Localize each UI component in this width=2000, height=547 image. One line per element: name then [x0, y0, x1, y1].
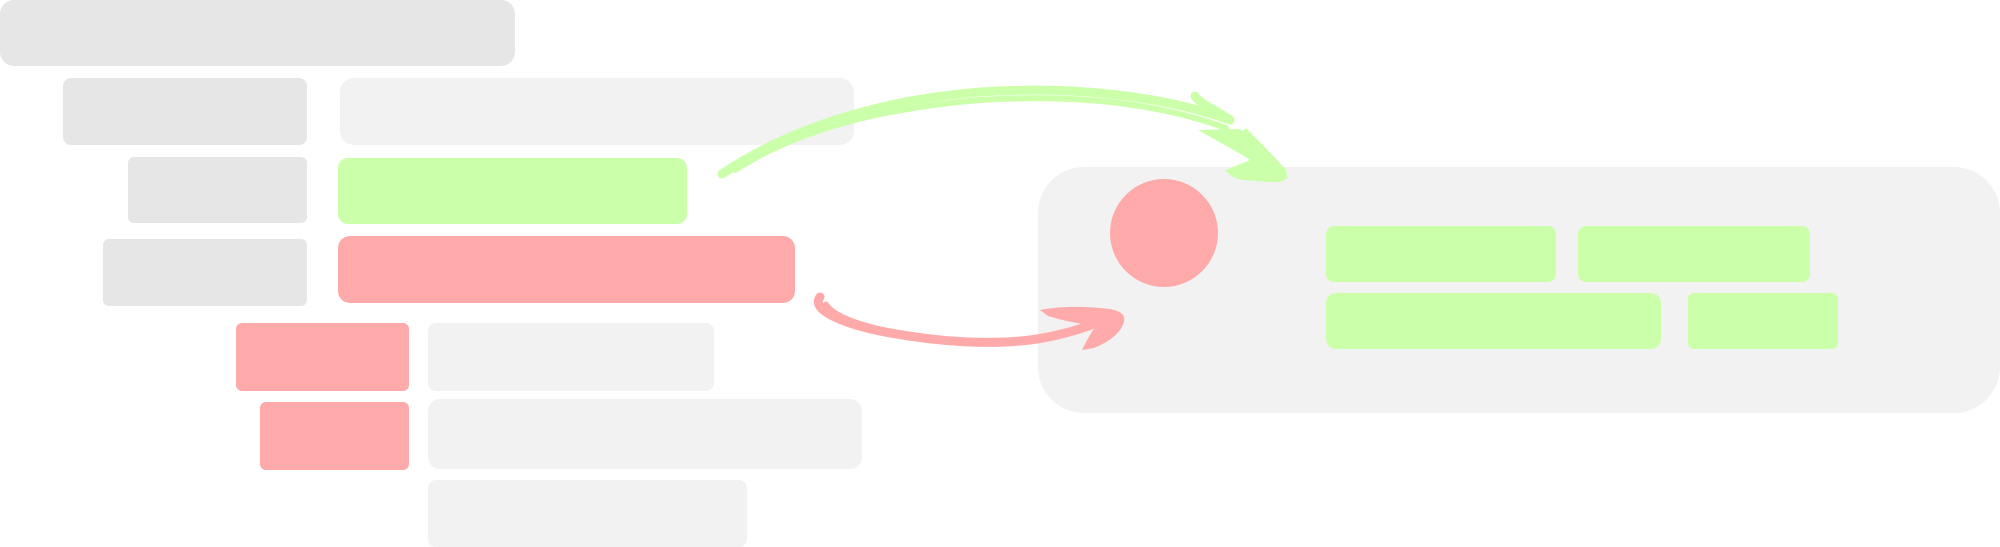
block-row6-b: [428, 399, 862, 469]
card-bar-1: [1326, 226, 1556, 282]
avatar-circle: [1110, 179, 1218, 287]
block-row2-b: [340, 78, 854, 145]
card-bar-2: [1578, 226, 1810, 282]
card-bar-3: [1326, 293, 1661, 349]
card-bar-4: [1688, 293, 1838, 349]
block-row6-a: [260, 402, 409, 470]
block-row2-a: [63, 78, 307, 145]
block-row3-a: [128, 157, 307, 223]
block-row4-a: [103, 239, 307, 306]
result-card: [1038, 167, 2000, 413]
block-row7-b: [428, 480, 747, 547]
block-row5-a: [236, 323, 409, 391]
block-row1-a: [0, 0, 515, 66]
block-row5-b: [428, 323, 714, 391]
block-row3-b: [338, 158, 687, 224]
block-row4-b: [338, 236, 795, 303]
